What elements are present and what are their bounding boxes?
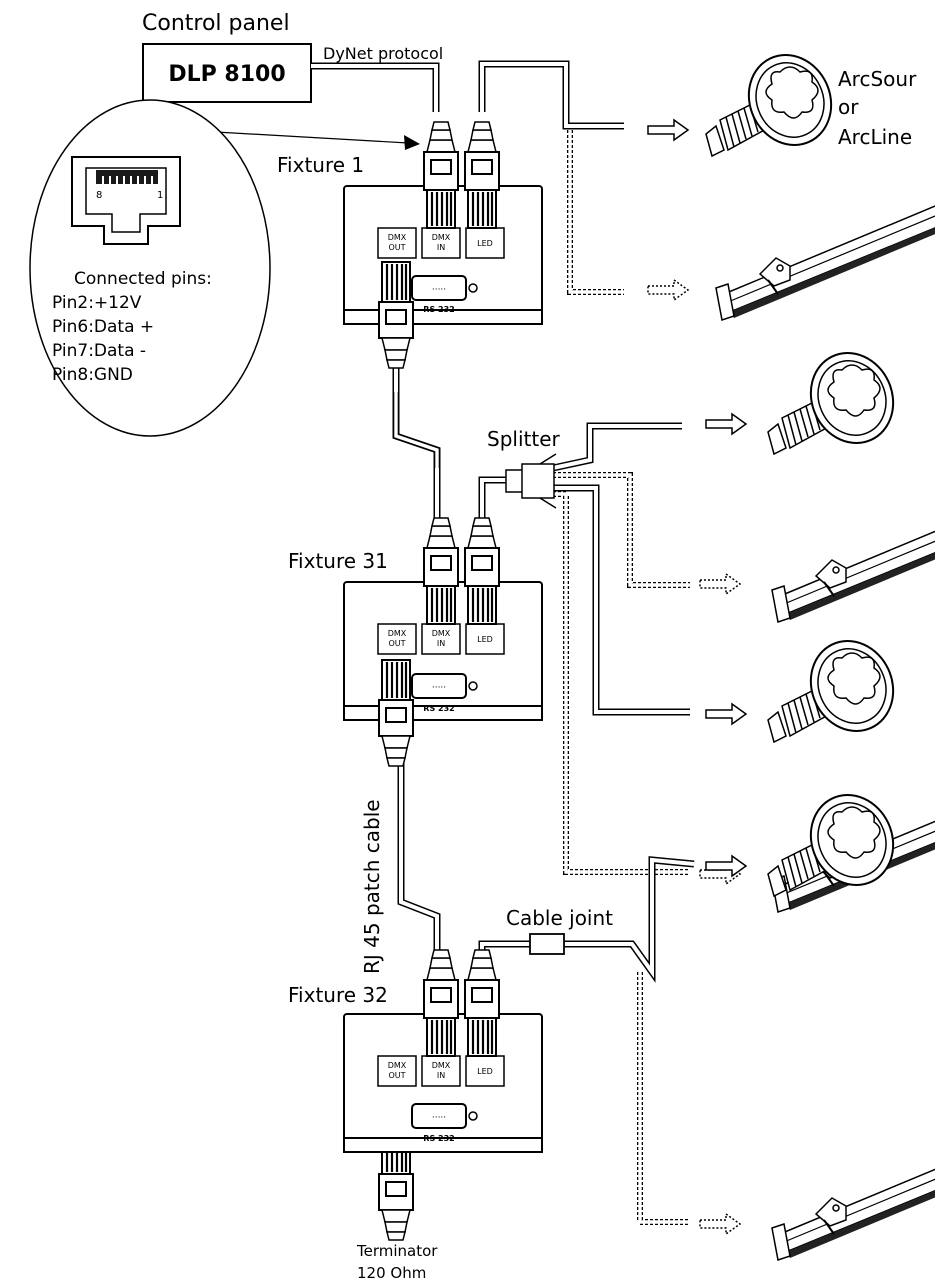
f31-rs232: RS 232 [423, 704, 454, 713]
fixture-31-label: Fixture 31 [288, 549, 388, 573]
connector-inset [29, 99, 271, 437]
f32-dmx-out-l1: DMX [388, 1061, 407, 1070]
linear-light-2 [771, 495, 935, 623]
f32-led-dashed-cable [637, 972, 690, 1225]
f32-dmx-out-l2: OUT [388, 1071, 405, 1080]
f32-rs232: RS 232 [423, 1134, 454, 1143]
f1-led-plug [463, 120, 501, 230]
arrow-dotted-1 [647, 279, 689, 301]
arrow-dotted-4 [699, 1213, 741, 1235]
f1-dmx-out-plug [377, 260, 415, 370]
pins-heading: Connected pins: [74, 269, 212, 289]
f1-dmx-in-l1: DMX [432, 233, 451, 242]
f31-dmx-in-l2: IN [437, 639, 445, 648]
splitter [505, 453, 557, 509]
light-type-line2: or [838, 95, 859, 119]
f32-led-port: LED [477, 1067, 493, 1076]
f32-dmx-in-plug [422, 948, 460, 1058]
f32-serial-dots: ····· [432, 1113, 446, 1123]
pin-left-label: 8 [96, 190, 102, 201]
f31-led-plug [463, 516, 501, 626]
panel-cable [311, 62, 440, 112]
linear-light-4 [771, 1133, 935, 1261]
splitter-output-dashed-bottom [553, 491, 690, 875]
f1-rs232: RS 232 [423, 305, 454, 314]
patch-cable-label: RJ 45 patch cable [360, 799, 384, 974]
pin-6: Pin6:Data + [52, 317, 154, 337]
splitter-label: Splitter [487, 427, 560, 451]
pin-8: Pin8:GND [52, 365, 133, 385]
splitter-output-dashed-top [553, 472, 690, 588]
inset-pointer-arrowhead [404, 135, 420, 150]
protocol-label: DyNet protocol [323, 44, 443, 63]
f31-serial-dots: ····· [432, 683, 446, 693]
splitter-output-top [552, 422, 682, 472]
arrow-1 [647, 119, 689, 141]
cable-joint-label: Cable joint [506, 906, 613, 930]
terminator-line2: 120 Ohm [357, 1264, 426, 1282]
cable-joint [529, 933, 565, 955]
spotlight-1 [705, 40, 847, 160]
f1-led-cable [478, 60, 624, 130]
arrow-2 [705, 413, 747, 435]
fixture-32-label: Fixture 32 [288, 983, 388, 1007]
splitter-output-mid [553, 484, 690, 716]
fixture-1-label: Fixture 1 [277, 153, 364, 177]
pin-2: Pin2:+12V [52, 293, 142, 313]
f1-led-dashed-cable [567, 130, 624, 295]
control-panel-title: Control panel [142, 11, 290, 36]
patch-cable-1-31 [392, 348, 441, 540]
f31-dmx-out-l2: OUT [388, 639, 405, 648]
f1-led-port: LED [477, 239, 493, 248]
f32-dmx-in-l2: IN [437, 1071, 445, 1080]
arrow-3 [705, 703, 747, 725]
f32-led-plug [463, 948, 501, 1058]
pin-7: Pin7:Data - [52, 341, 146, 361]
f1-dmx-out-l2: OUT [388, 243, 405, 252]
pin-right-label: 1 [157, 190, 163, 201]
control-panel-model: DLP 8100 [168, 62, 285, 87]
f31-dmx-out-plug [377, 658, 415, 768]
spotlight-3 [767, 626, 909, 746]
f1-dmx-in-l2: IN [437, 243, 445, 252]
f31-dmx-out-l1: DMX [388, 629, 407, 638]
control-panel-box [142, 43, 312, 103]
light-type-line1: ArcSour [838, 67, 917, 91]
linear-light-1 [715, 193, 935, 321]
rj45-socket-icon [71, 156, 181, 245]
f1-dmx-out-l1: DMX [388, 233, 407, 242]
f31-dmx-in-l1: DMX [432, 629, 451, 638]
terminator-line1: Terminator [356, 1242, 438, 1260]
light-type-line3: ArcLine [838, 125, 912, 149]
f31-led-port: LED [477, 635, 493, 644]
f32-dmx-in-l1: DMX [432, 1061, 451, 1070]
arrow-dotted-2 [699, 573, 741, 595]
spotlight-4 [767, 780, 909, 900]
f1-dmx-in-plug [422, 120, 460, 230]
f1-serial-dots: ····· [432, 285, 446, 295]
f31-dmx-in-plug [422, 516, 460, 626]
spotlight-2 [767, 338, 909, 458]
patch-cable-31-32 [397, 756, 441, 972]
